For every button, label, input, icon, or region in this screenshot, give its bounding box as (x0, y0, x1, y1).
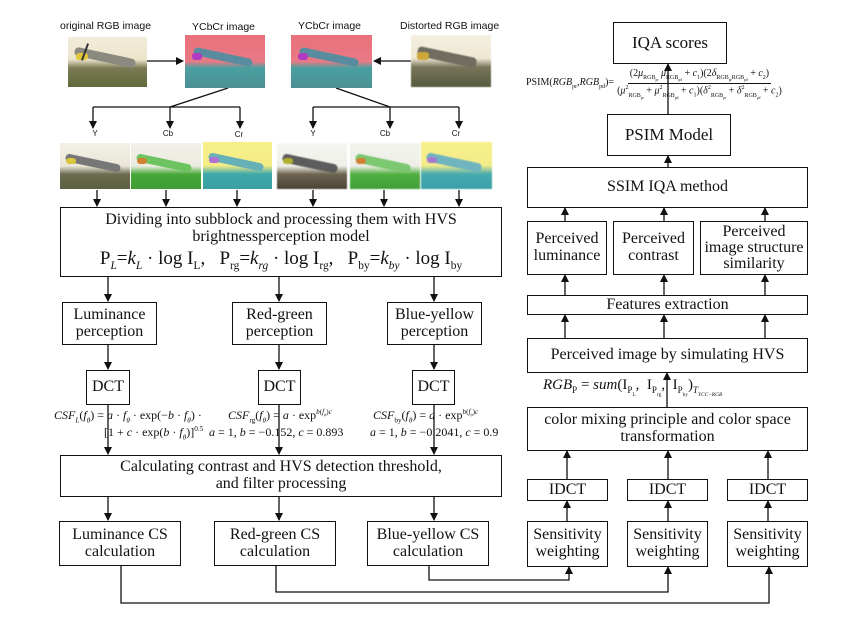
blue-yellow-cs-line2: calculation (392, 542, 464, 560)
idct-box-2: IDCT (627, 479, 708, 501)
cr-channel-ref-image (203, 142, 272, 189)
perceived-structure-line1: Perceived (722, 223, 786, 241)
ycbcr-ref-image (185, 35, 265, 88)
luminance-cs-line1: Luminance CS (72, 525, 168, 543)
red-green-cs-line2: calculation (239, 542, 311, 560)
blue-yellow-cs-box: Blue-yellow CS calculation (367, 521, 489, 566)
psim-formula: PSIM(RGBpr,RGBpd)= (2μRGBpr μRGBpd + c1)… (526, 68, 782, 100)
csf-l-formula: CSFL(fθ) = a · fθ · exp(−b · fθ) · (54, 408, 202, 425)
red-green-cs-line1: Red-green CS (229, 525, 321, 543)
label-distorted-rgb: Distorted RGB image (400, 20, 500, 32)
color-mixing-box: color mixing principle and color space t… (527, 407, 808, 451)
perceived-luminance-line1: Perceived (535, 230, 599, 248)
color-mixing-line2: transformation (620, 428, 715, 445)
channel-label-cb-ref: Cb (162, 129, 174, 138)
csf-rg-params: a = 1, b = −0.152, c = 0.893 (209, 425, 344, 439)
ssim-iqa-box: SSIM IQA method (527, 167, 808, 208)
rgbp-formula: RGBP = sum(IPL, IPrg, IPby)TYCC−RGB (543, 377, 723, 398)
dct-box-luminance: DCT (86, 370, 130, 405)
perceived-image-box: Perceived image by simulating HVS (527, 338, 808, 373)
y-channel-ref-image (60, 143, 130, 189)
idct-box-1: IDCT (527, 479, 608, 501)
calculating-contrast-box: Calculating contrast and HVS detection t… (60, 455, 502, 497)
sensitivity-weighting-box-2: Sensitivity weighting (627, 521, 708, 567)
route-l-to-sw3 (120, 566, 773, 604)
blue-yellow-cs-line1: Blue-yellow CS (376, 525, 480, 543)
psim-model-box: PSIM Model (607, 114, 731, 156)
route-rg-to-sw2 (275, 566, 672, 593)
perceived-luminance-box: Perceived luminance (527, 221, 607, 275)
csf-l-formula-cont: [1 + c · exp(b · fθ)]0.5 (104, 425, 204, 442)
ycbcr-dist-image (291, 35, 372, 88)
sensitivity-line2: weighting (735, 543, 800, 560)
blue-yellow-perception-line2: perception (400, 322, 469, 340)
blue-yellow-perception-box: Blue-yellow perception (387, 302, 482, 345)
dct-box-red-green: DCT (258, 370, 301, 405)
route-by-to-sw1 (428, 566, 573, 581)
perceived-structure-line3: similarity (723, 254, 785, 272)
channel-label-cr-dist: Cr (451, 129, 461, 138)
dct-box-blue-yellow: DCT (412, 370, 455, 405)
cb-channel-dist-image (350, 143, 420, 189)
perceived-contrast-line1: Perceived (621, 230, 686, 248)
perceived-luminance-line2: luminance (533, 247, 601, 264)
channel-label-cr-ref: Cr (234, 130, 244, 139)
red-green-perception-line1: Red-green (246, 305, 313, 323)
sensitivity-weighting-box-1: Sensitivity weighting (527, 521, 608, 567)
red-green-perception-line2: perception (245, 322, 314, 340)
y-channel-dist-image (277, 143, 347, 189)
luminance-perception-line2: perception (75, 322, 144, 340)
perceived-contrast-line2: contrast (628, 247, 679, 264)
perceived-structure-box: Perceived image structure similarity (700, 221, 808, 275)
csf-by-formula: CSFby(fθ) = a · expb(fθ)c (373, 408, 479, 425)
csf-rg-formula: CSFrg(fθ) = a · expb(fθ)c (228, 408, 332, 425)
split-dist (335, 87, 391, 108)
label-original-rgb: original RGB image (60, 20, 152, 32)
sensitivity-line2: weighting (535, 543, 600, 560)
luminance-cs-line2: calculation (84, 542, 156, 560)
label-ycbcr-dist: YCbCr image (298, 20, 362, 32)
channel-label-y-ref: Y (92, 129, 98, 138)
perceived-contrast-box: Perceived contrast (613, 221, 694, 275)
cb-channel-ref-image (131, 143, 201, 189)
calculating-line1: Calculating contrast and HVS detection t… (120, 458, 442, 476)
color-mixing-line1: color mixing principle and color space (544, 411, 791, 429)
idct-box-3: IDCT (727, 479, 808, 501)
distorted-rgb-image (411, 35, 491, 87)
split-ref (169, 87, 229, 108)
red-green-cs-box: Red-green CS calculation (214, 521, 336, 566)
sensitivity-line2: weighting (635, 543, 700, 560)
original-rgb-image (68, 37, 147, 87)
brightness-formula: PL=kL · log IL, Prg=krg · log Irg, Pby=k… (99, 247, 463, 272)
sensitivity-line1: Sensitivity (733, 526, 802, 544)
sensitivity-line1: Sensitivity (633, 526, 702, 544)
luminance-perception-box: Luminance perception (62, 302, 157, 345)
label-ycbcr-ref: YCbCr image (192, 21, 256, 33)
red-green-perception-box: Red-green perception (232, 302, 327, 345)
perceived-structure-line2: image structure (704, 239, 804, 257)
channel-label-y-dist: Y (310, 129, 316, 138)
dividing-line2: brightnessperception model (192, 227, 370, 245)
sensitivity-line1: Sensitivity (533, 526, 602, 544)
sensitivity-weighting-box-3: Sensitivity weighting (727, 521, 808, 567)
iqa-scores-box: IQA scores (613, 22, 727, 64)
cr-channel-dist-image (421, 142, 492, 189)
dividing-line1: Dividing into subblock and processing th… (105, 211, 457, 228)
features-extraction-box: Features extraction (527, 295, 808, 315)
channel-label-cb-dist: Cb (379, 129, 391, 138)
calculating-line2: and filter processing (215, 475, 347, 492)
dividing-subblock-box: Dividing into subblock and processing th… (60, 207, 502, 277)
blue-yellow-perception-line1: Blue-yellow (394, 305, 475, 323)
csf-by-params: a = 1, b = −0.2041, c = 0.9 (370, 425, 499, 439)
luminance-perception-line1: Luminance (73, 305, 146, 323)
luminance-cs-box: Luminance CS calculation (59, 521, 181, 566)
